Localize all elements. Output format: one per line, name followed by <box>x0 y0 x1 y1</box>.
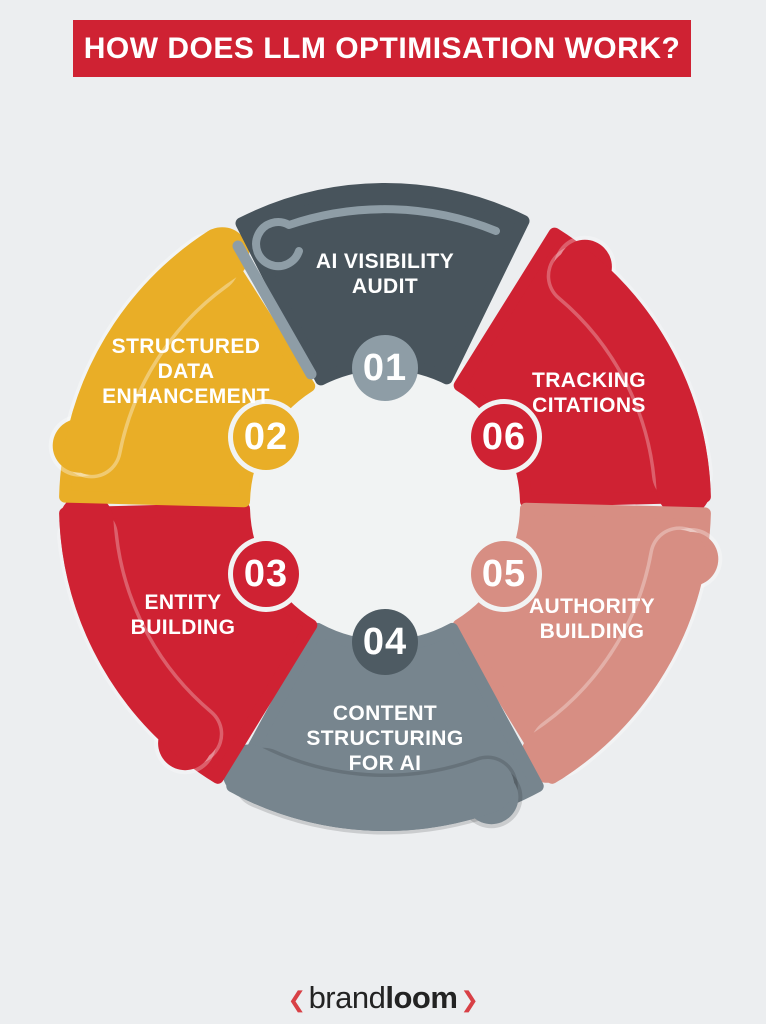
segment-label-ai-visibility-audit: AI VISIBILITY AUDIT <box>315 250 455 298</box>
step-number: 02 <box>243 416 289 458</box>
segment-label-structured-data-enhancement: STRUCTURED DATA ENHANCEMENT <box>102 334 270 408</box>
step-number: 03 <box>243 553 289 595</box>
segment-label-entity-building: ENTITY BUILDING <box>130 591 236 639</box>
step-badge-03: 03 <box>233 541 299 607</box>
logo-loom-text: loom <box>385 980 458 1015</box>
segment-label-tracking-citations: TRACKING CITATIONS <box>531 369 647 417</box>
step-number: 04 <box>362 621 408 663</box>
logo-brand-text: brand <box>308 980 386 1015</box>
step-badge-01: 01 <box>352 335 418 401</box>
logo-left-chevron-icon: ❮ <box>287 987 306 1012</box>
step-number: 01 <box>362 347 408 389</box>
step-badge-04: 04 <box>352 609 418 675</box>
step-badge-02: 02 <box>233 404 299 470</box>
page-title: HOW DOES LLM OPTIMISATION WORK? <box>83 31 681 65</box>
step-badge-06: 06 <box>471 404 537 470</box>
logo-right-chevron-icon: ❯ <box>460 987 479 1012</box>
step-number: 06 <box>481 416 527 458</box>
step-badge-05: 05 <box>471 541 537 607</box>
title-banner: HOW DOES LLM OPTIMISATION WORK? <box>73 20 691 77</box>
segment-label-authority-building: AUTHORITY BUILDING <box>528 595 656 643</box>
segment-label-content-structuring-for-ai: CONTENT STRUCTURING FOR AI <box>306 701 464 775</box>
step-number: 05 <box>481 553 527 595</box>
